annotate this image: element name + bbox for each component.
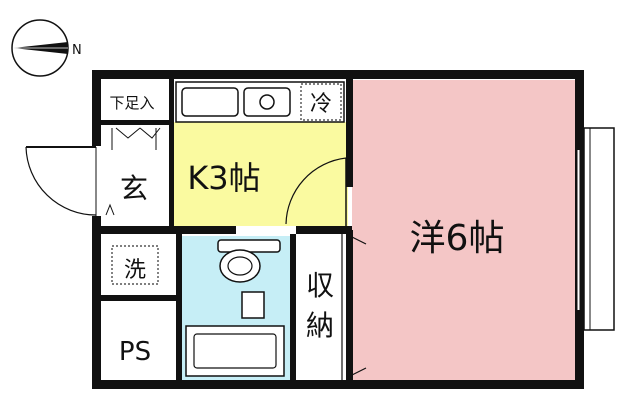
entrance-shoes-label: 下足入 — [109, 94, 154, 112]
inner-walls — [96, 79, 353, 384]
western-room-floor — [352, 80, 576, 382]
shoe-rack — [101, 79, 167, 120]
laundry-label: 洗 — [124, 258, 146, 283]
refrigerator-label: 冷 — [310, 92, 332, 117]
kitchen-floor — [172, 122, 348, 226]
room-door-icon — [285, 157, 347, 226]
kitchen-counter — [175, 81, 345, 123]
toilet-icon — [217, 239, 281, 283]
entrance-door-icon — [25, 146, 97, 216]
storage-closet — [296, 234, 367, 380]
entrance-label: 玄 — [120, 172, 148, 205]
stove-icon — [243, 87, 291, 117]
kitchen-label: K3帖 — [187, 159, 260, 197]
western-room-label: 洋6帖 — [410, 218, 505, 259]
bathtub-icon — [185, 325, 285, 377]
pipe-space-label: PS — [119, 337, 151, 367]
sink-icon — [181, 87, 239, 117]
washbasin-icon — [241, 291, 265, 319]
balcony-window — [576, 127, 615, 331]
storage-label-top: 収 — [306, 269, 334, 302]
laundry-space — [111, 245, 159, 285]
compass-icon — [11, 19, 69, 77]
genkan-step-marks — [105, 127, 161, 216]
compass-north-label: N — [72, 43, 82, 58]
refrigerator-space — [300, 83, 342, 121]
storage-label-bottom: 納 — [306, 309, 334, 342]
